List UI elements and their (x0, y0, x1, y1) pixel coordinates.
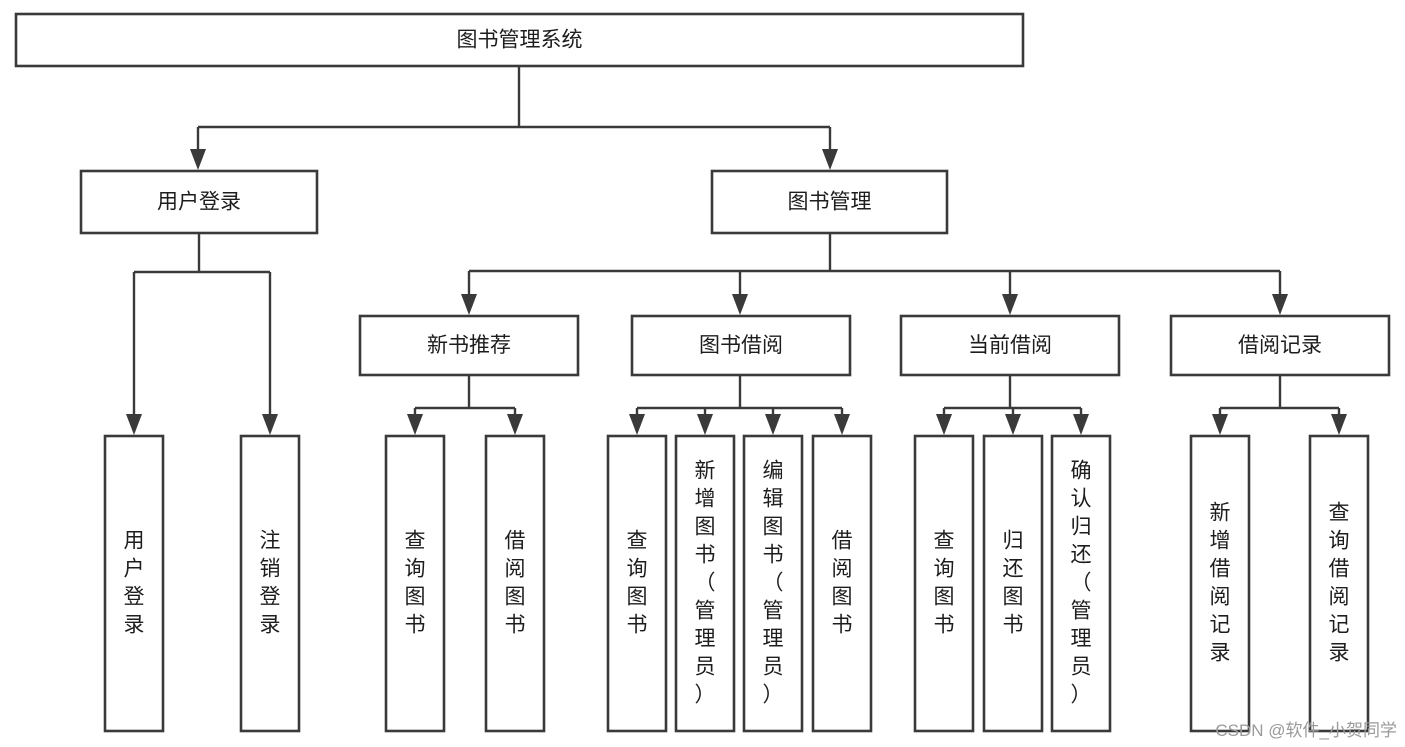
node-label: 新增图书（管理员） (695, 459, 716, 706)
arrow-head-icon (1073, 414, 1089, 435)
node-label: 新增借阅记录 (1210, 501, 1231, 664)
node-label: 当前借阅 (968, 334, 1052, 357)
node-label: 用户登录 (124, 529, 145, 636)
nodes-layer: 图书管理系统用户登录图书管理新书推荐图书借阅当前借阅借阅记录用户登录注销登录查询… (14, 12, 1391, 733)
arrow-head-icon (507, 414, 523, 435)
arrow-head-icon (461, 294, 477, 315)
node-root[interactable]: 图书管理系统 (14, 12, 1025, 68)
node-box (742, 434, 804, 733)
node-label: 图书借阅 (699, 334, 783, 357)
arrow-head-icon (765, 414, 781, 435)
node-box (1050, 434, 1112, 733)
node-borrow-record[interactable]: 借阅记录 (1169, 314, 1391, 377)
node-user-login[interactable]: 用户登录 (79, 169, 319, 235)
arrow-head-icon (1331, 414, 1347, 435)
arrow-head-icon (629, 414, 645, 435)
node-box (484, 434, 546, 733)
node-box (239, 434, 301, 733)
arrow-head-icon (697, 414, 713, 435)
node-label: 图书管理 (788, 191, 872, 214)
node-leaf-query-borrow-record[interactable]: 查询借阅记录 (1308, 434, 1370, 733)
node-label: 注销登录 (260, 529, 281, 636)
node-leaf-query-book-3[interactable]: 查询图书 (913, 434, 975, 733)
arrow-head-icon (732, 294, 748, 315)
node-label: 查询借阅记录 (1329, 501, 1350, 664)
node-label: 查询图书 (934, 529, 955, 636)
node-book-borrow[interactable]: 图书借阅 (630, 314, 852, 377)
node-label: 用户登录 (157, 191, 241, 214)
node-box (982, 434, 1044, 733)
node-box (14, 12, 1025, 68)
node-label: 编辑图书（管理员） (763, 459, 784, 706)
node-box (630, 314, 852, 377)
arrow-head-icon (936, 414, 952, 435)
node-leaf-query-book-2[interactable]: 查询图书 (606, 434, 668, 733)
node-leaf-edit-book-admin[interactable]: 编辑图书（管理员） (742, 434, 804, 733)
node-leaf-confirm-return-admin[interactable]: 确认归还（管理员） (1050, 434, 1112, 733)
node-box (79, 169, 319, 235)
node-box (384, 434, 446, 733)
node-leaf-add-borrow-record[interactable]: 新增借阅记录 (1189, 434, 1251, 733)
node-box (1308, 434, 1370, 733)
node-label: 借阅图书 (832, 529, 853, 636)
node-box (1189, 434, 1251, 733)
node-box (606, 434, 668, 733)
node-box (1169, 314, 1391, 377)
node-label: 新书推荐 (427, 334, 511, 357)
node-box (899, 314, 1121, 377)
node-leaf-borrow-book-2[interactable]: 借阅图书 (811, 434, 873, 733)
node-label: 借阅图书 (505, 529, 526, 636)
arrow-head-icon (407, 414, 423, 435)
node-leaf-add-book-admin[interactable]: 新增图书（管理员） (674, 434, 736, 733)
arrow-head-icon (1212, 414, 1228, 435)
node-label: 图书管理系统 (457, 29, 583, 52)
node-box (710, 169, 949, 235)
node-box (811, 434, 873, 733)
node-new-book-recommend[interactable]: 新书推荐 (358, 314, 580, 377)
connectors-layer (132, 66, 1341, 414)
node-leaf-logout-login[interactable]: 注销登录 (239, 434, 301, 733)
node-leaf-return-book[interactable]: 归还图书 (982, 434, 1044, 733)
arrow-head-icon (1272, 294, 1288, 315)
node-label: 查询图书 (405, 529, 426, 636)
arrow-head-icon (262, 414, 278, 435)
node-box (358, 314, 580, 377)
arrow-head-icon (822, 149, 838, 170)
node-book-management[interactable]: 图书管理 (710, 169, 949, 235)
arrow-head-icon (1005, 414, 1021, 435)
arrow-head-icon (126, 414, 142, 435)
node-current-borrow[interactable]: 当前借阅 (899, 314, 1121, 377)
node-box (103, 434, 165, 733)
node-box (674, 434, 736, 733)
arrow-head-icon (1002, 294, 1018, 315)
arrow-head-icon (834, 414, 850, 435)
node-label: 借阅记录 (1238, 334, 1322, 357)
node-leaf-borrow-book-1[interactable]: 借阅图书 (484, 434, 546, 733)
arrow-head-icon (190, 149, 206, 170)
node-label: 确认归还（管理员） (1071, 459, 1092, 706)
node-leaf-user-login[interactable]: 用户登录 (103, 434, 165, 733)
node-leaf-query-book-1[interactable]: 查询图书 (384, 434, 446, 733)
node-label: 归还图书 (1003, 529, 1024, 636)
node-label: 查询图书 (627, 529, 648, 636)
arrow-heads-layer (126, 149, 1347, 435)
node-box (913, 434, 975, 733)
